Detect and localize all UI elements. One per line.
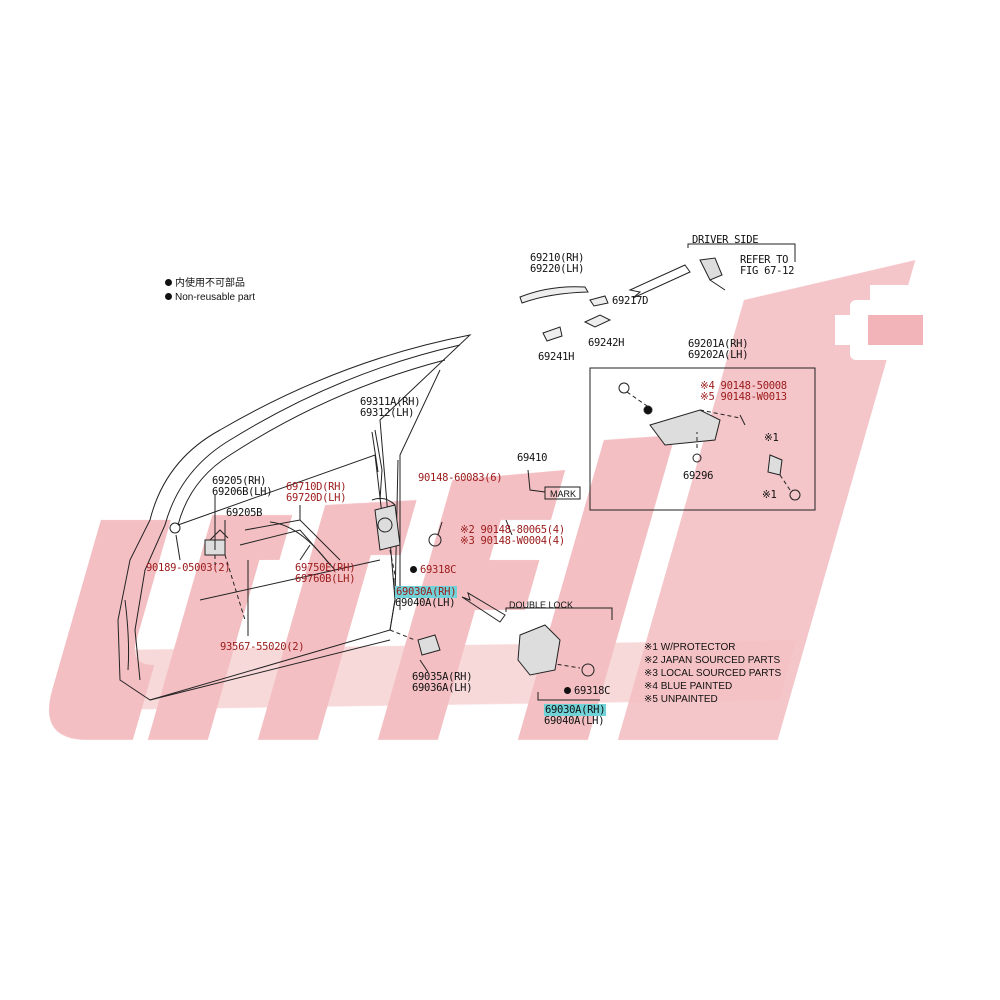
part-label-69205[interactable]: 69205(RH) [212,475,267,487]
part-label-69242h[interactable]: 69242H [588,337,625,349]
double-lock-title: DOUBLE LOCK [509,600,574,610]
note-ref-1b: ※1 [762,489,777,501]
part-label-69202a[interactable]: 69202A(LH) [688,349,749,361]
part-label-69311a[interactable]: 69311A(RH) [360,396,421,408]
part-label-69720d[interactable]: 69720D(LH) [286,492,347,504]
part-label-69318c-double[interactable]: 69318C [564,686,610,697]
part-label-69210[interactable]: 69210(RH) [530,252,585,264]
part-label-90189-05003[interactable]: 90189-05003(2) [146,562,231,574]
part-label-69241h[interactable]: 69241H [538,351,575,363]
part-label-69201a[interactable]: 69201A(RH) [688,338,749,350]
part-label-90148-50008[interactable]: ※4 90148-50008 [700,380,787,392]
part-label-69035a[interactable]: 69035A(RH) [412,671,473,683]
part-label-93567-55020[interactable]: 93567-55020(2) [220,641,305,653]
part-label-69040a[interactable]: 69040A(LH) [395,597,456,609]
note-line-1: ※1 W/PROTECTOR [644,642,736,653]
note-line-5: ※5 UNPAINTED [644,694,718,705]
part-label-69205b[interactable]: 69205B [226,507,263,519]
part-label-90148-w0004[interactable]: ※3 90148-W0004(4) [460,535,565,547]
mark-label: MARK [550,489,577,499]
part-label-90148-60083[interactable]: 90148-60083(6) [418,472,503,484]
note-line-4: ※4 BLUE PAINTED [644,681,733,692]
part-label-69220[interactable]: 69220(LH) [530,263,585,275]
part-label-69036a[interactable]: 69036A(LH) [412,682,473,694]
legend-line-cn: 内使用不可部品 [165,278,245,289]
part-label-69296[interactable]: 69296 [683,470,714,482]
refer-to-line1: REFER TO [740,254,789,266]
part-label-69217d[interactable]: 69217D [612,295,649,307]
part-label-69206b[interactable]: 69206B(LH) [212,486,273,498]
part-label-69318c[interactable]: 69318C [410,565,456,576]
note-ref-1a: ※1 [764,432,779,444]
driver-side-title: DRIVER SIDE [692,234,759,246]
part-label-69710d[interactable]: 69710D(RH) [286,481,347,493]
part-label-69410[interactable]: 69410 [517,452,548,464]
note-line-2: ※2 JAPAN SOURCED PARTS [644,655,781,666]
part-label-69040a-double[interactable]: 69040A(LH) [544,715,605,727]
part-label-69312[interactable]: 69312(LH) [360,407,415,419]
part-label-69760b[interactable]: 69760B(LH) [295,573,356,585]
note-line-3: ※3 LOCAL SOURCED PARTS [644,668,782,679]
refer-to-line2: FIG 67-12 [740,265,795,277]
part-label-90148-80065[interactable]: ※2 90148-80065(4) [460,524,565,536]
legend-line-en: Non-reusable part [165,292,255,303]
part-label-69030a[interactable]: 69030A(RH) [395,586,458,598]
part-label-69030a-double[interactable]: 69030A(RH) [544,704,607,716]
part-label-69750e[interactable]: 69750E(RH) [295,562,356,574]
part-label-90148-w0013[interactable]: ※5 90148-W0013 [700,391,787,403]
